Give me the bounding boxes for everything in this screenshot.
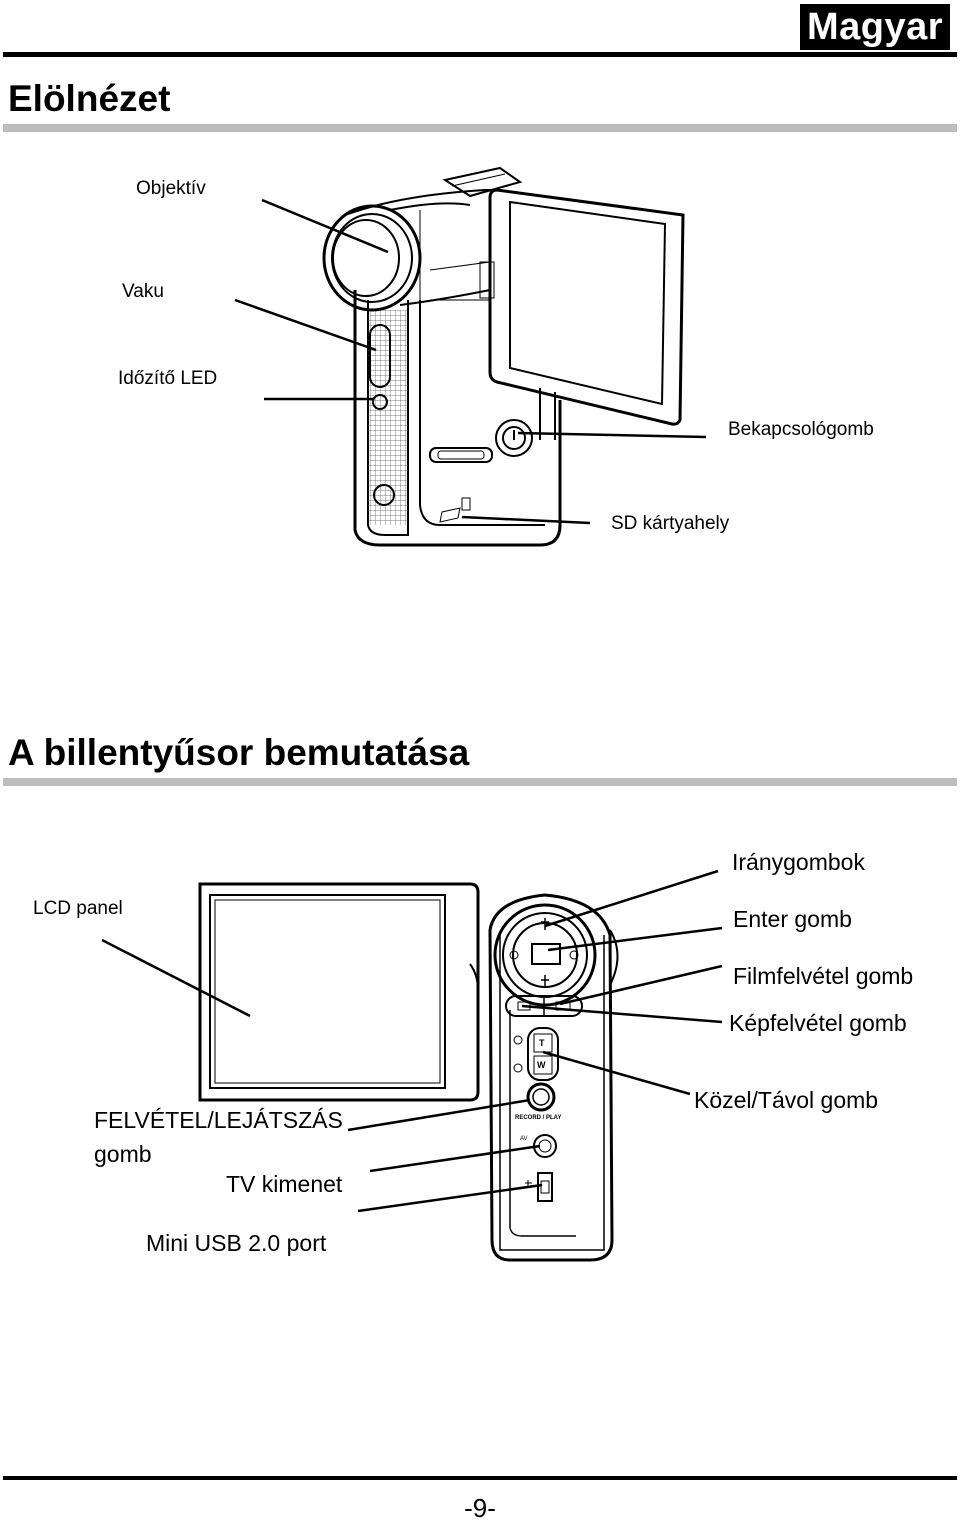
keypad-rule: [3, 778, 957, 786]
label-enter-gomb: Enter gomb: [733, 906, 852, 932]
film-callout-line: [559, 964, 723, 1006]
label-kepfelvetel-gomb: Képfelvétel gomb: [729, 1010, 907, 1036]
label-objektiv: Objektív: [136, 178, 206, 199]
record-play-marking: RECORD / PLAY: [515, 1115, 561, 1121]
header-rule: [3, 52, 957, 57]
page-number: -9-: [464, 1493, 496, 1523]
record-callout-line: [347, 1098, 531, 1132]
label-idozito-led: Időzítő LED: [118, 368, 218, 389]
front-view-title: Elölnézet: [8, 78, 171, 119]
av-marking: AV: [520, 1136, 528, 1142]
label-bekapcsologomb: Bekapcsológomb: [728, 419, 874, 440]
label-kozel-tavol-gomb: Közel/Távol gomb: [694, 1087, 879, 1113]
label-sd-kartyahely: SD kártyahely: [611, 513, 730, 534]
label-lcd-panel: LCD panel: [33, 898, 123, 919]
zoom-callout-line: [542, 1050, 691, 1096]
kep-callout-line: [521, 1004, 723, 1024]
iranygombok-callout-line: [544, 869, 719, 928]
label-felvetel-lejatszas-line2: gomb: [94, 1141, 152, 1167]
label-felvetel-lejatszas-line1: FELVÉTEL/LEJÁTSZÁS: [94, 1107, 343, 1133]
sd-callout-line: [461, 515, 591, 525]
tv-callout-line: [369, 1144, 541, 1173]
enter-callout-line: [547, 926, 723, 952]
bekapcsolo-callout-line: [517, 431, 707, 439]
front-view-rule: [3, 124, 957, 132]
zoom-t-marking: T: [539, 1038, 545, 1048]
label-filmfelvetel-gomb: Filmfelvétel gomb: [733, 963, 914, 989]
label-vaku: Vaku: [122, 281, 164, 302]
vaku-callout-line: [234, 298, 377, 352]
keypad-title: A billentyűsor bemutatása: [8, 732, 470, 773]
label-tv-kimenet: TV kimenet: [226, 1171, 343, 1197]
footer-rule: [3, 1476, 957, 1480]
label-iranygombok: Iránygombok: [732, 849, 865, 875]
label-mini-usb: Mini USB 2.0 port: [146, 1230, 327, 1256]
language-badge: Magyar: [800, 4, 950, 50]
objektiv-callout-line: [261, 198, 389, 254]
lcd-callout-line: [101, 938, 251, 1018]
zoom-w-marking: W: [537, 1060, 546, 1070]
usb-callout-line: [357, 1183, 543, 1213]
